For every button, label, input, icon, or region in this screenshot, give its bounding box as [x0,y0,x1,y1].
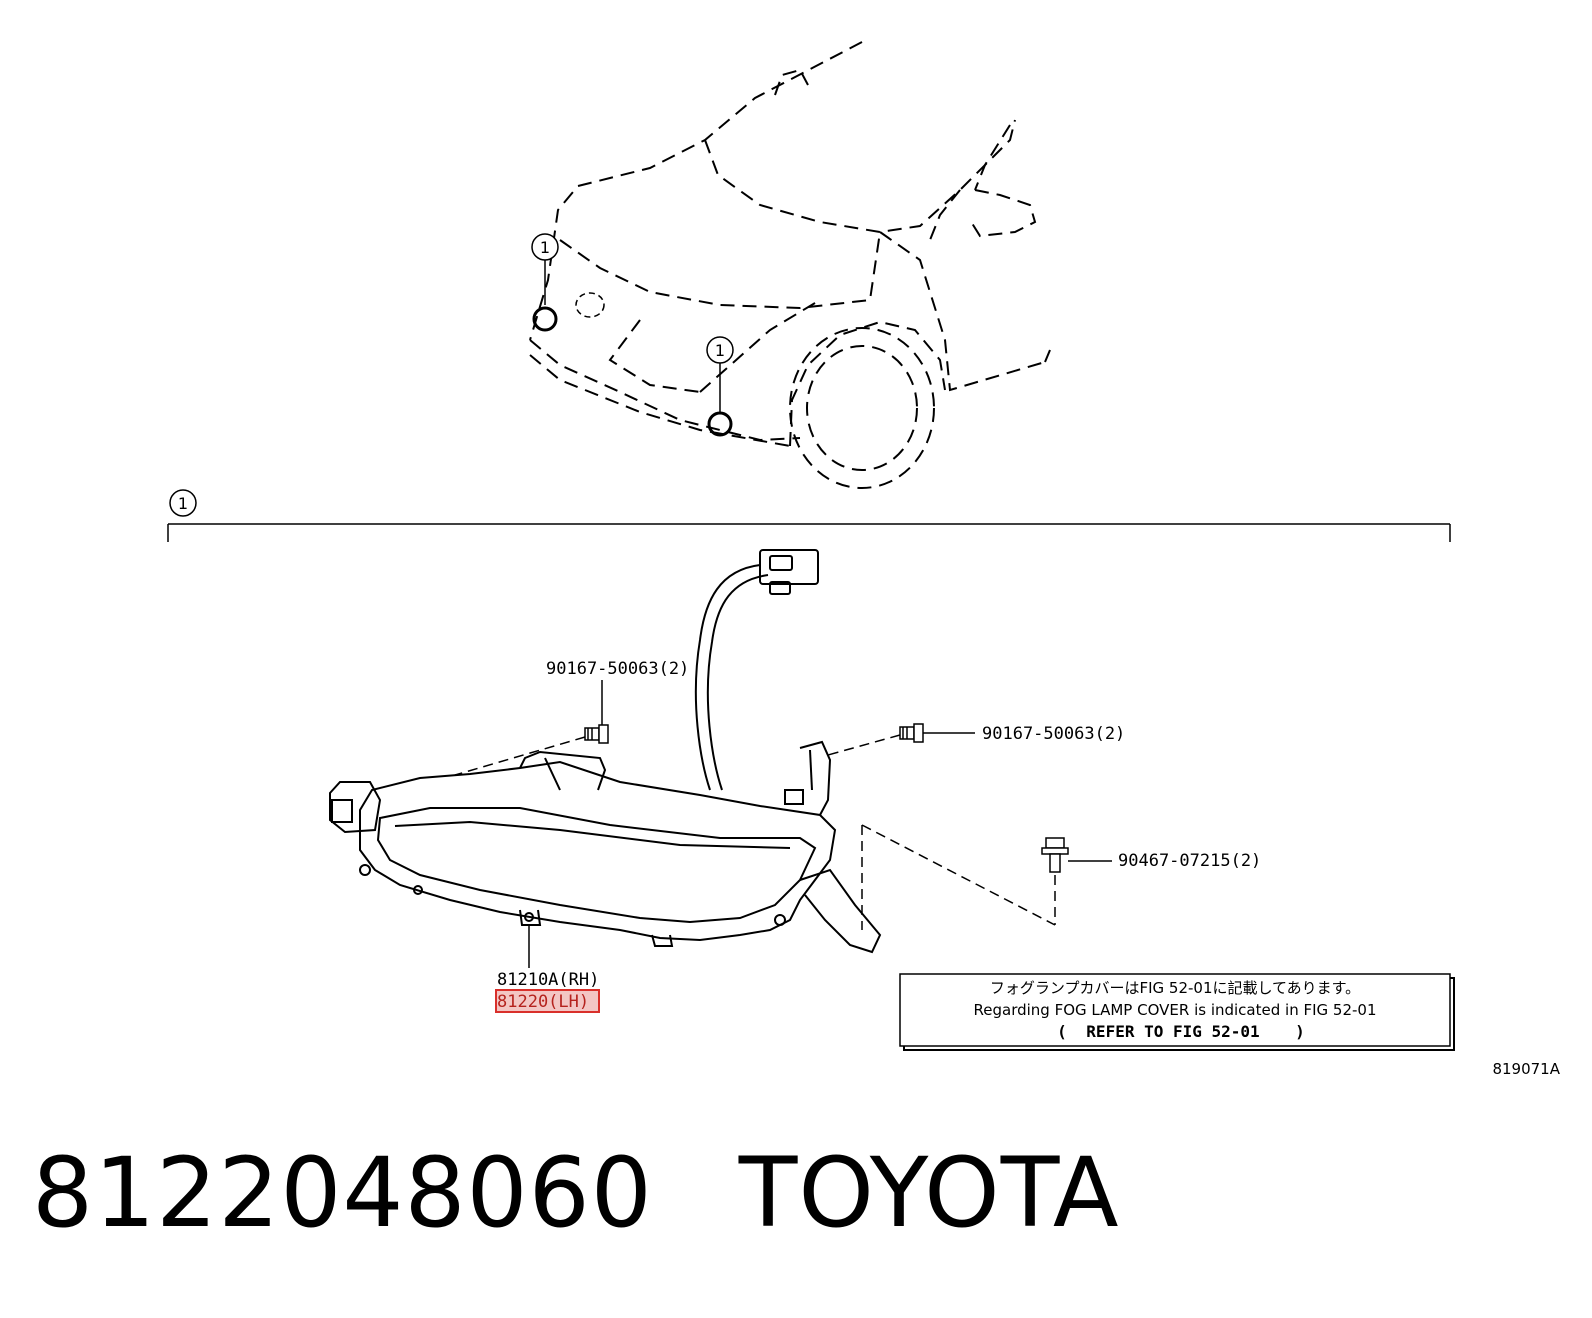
leader-lines [528,680,1112,968]
clip-icon [1041,837,1069,873]
part-label-lamp-lh[interactable]: 81220(LH) [497,992,589,1012]
part-label-lamp-rh[interactable]: 81210A(RH) [497,970,599,990]
fog-lamp-location-icon [532,306,558,332]
section-callout-number: 1 [178,494,188,513]
note-ref-open: ( [1057,1022,1067,1041]
highlight-box [495,989,600,1013]
part-label-bolt-right[interactable]: 90167-50063(2) [982,724,1125,744]
figure-code: 819071A [1492,1060,1560,1078]
footer-caption: 8122048060 TOYOTA [32,1138,1120,1248]
note-line-jp: フォグランプカバーはFIG 52-01に記載してあります。 [990,979,1360,997]
note-ref-link[interactable]: REFER TO FIG 52-01 [1086,1022,1259,1041]
fog-lamp-assembly-drawing [329,549,882,954]
brand-name: TOYOTA [738,1137,1120,1249]
car-front-illustration [529,41,1051,489]
section-bracket: 1 [167,489,1451,542]
callout-center: 1 [706,336,734,437]
screw-icon [584,724,609,744]
callout-number: 1 [540,238,550,257]
fog-lamp-location-icon [707,411,733,437]
part-label-bolt-left[interactable]: 90167-50063(2) [546,659,689,679]
note-ref-close: ) [1295,1022,1305,1041]
dashed-guide-lines [454,734,1056,930]
note-box: フォグランプカバーはFIG 52-01に記載してあります。 Regarding … [899,973,1455,1051]
note-line-en: Regarding FOG LAMP COVER is indicated in… [974,1001,1377,1019]
part-label-clip[interactable]: 90467-07215(2) [1118,851,1261,871]
part-number: 8122048060 [32,1137,653,1249]
callout-top-left: 1 [531,233,559,332]
callout-number: 1 [715,341,725,360]
screw-icon [899,723,924,743]
emblem-icon [575,292,605,318]
